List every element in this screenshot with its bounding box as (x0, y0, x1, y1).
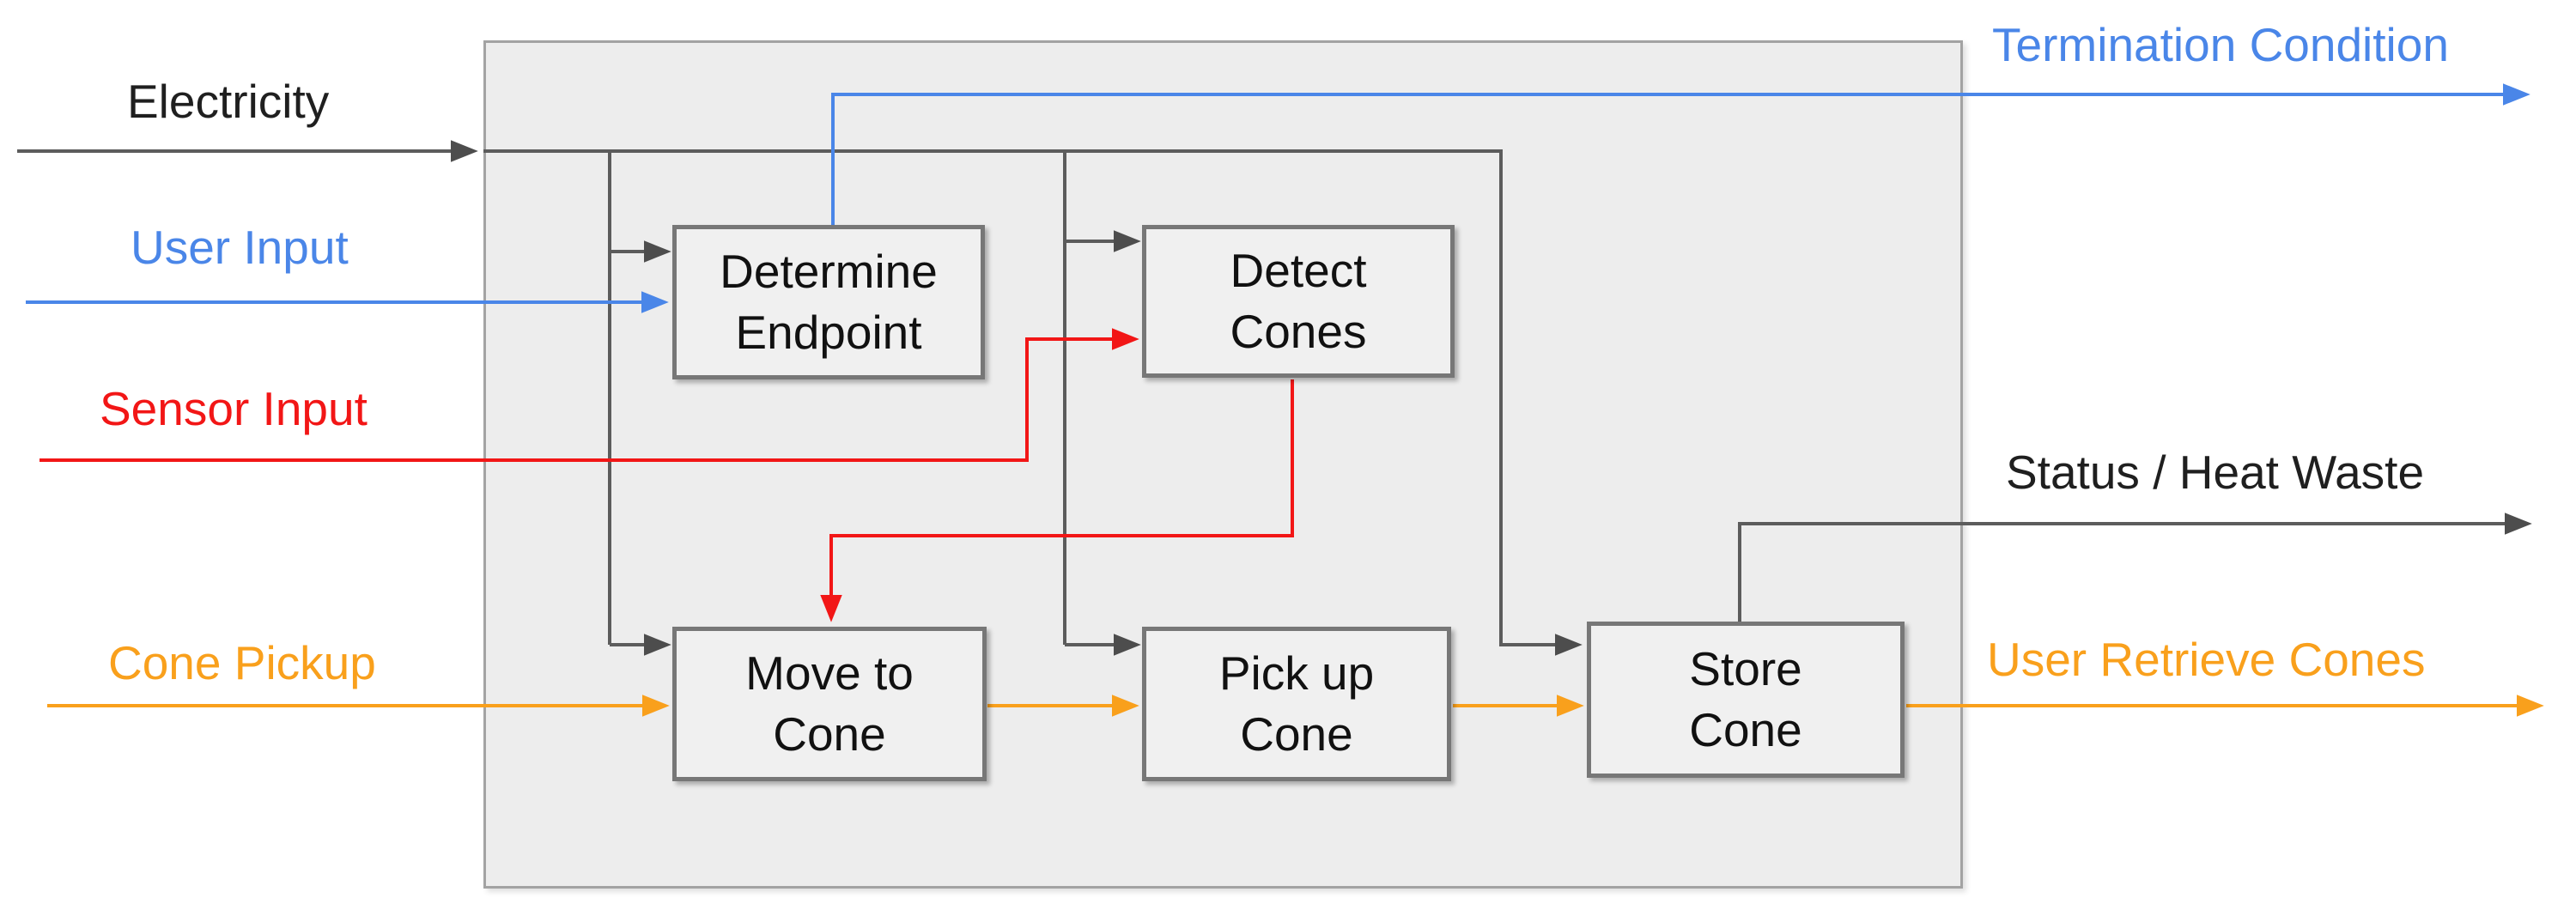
input-label-user-input: User Input (131, 221, 349, 274)
process-label-line: Cone (1240, 707, 1353, 761)
process-label-line: Cone (773, 707, 886, 761)
process-box-move-to-cone: Move to Cone (672, 627, 987, 781)
status-heat-waste-output-arrow (1738, 513, 2532, 622)
output-label-termination-condition: Termination Condition (1992, 18, 2449, 71)
input-label-sensor-input: Sensor Input (100, 382, 368, 435)
termination-condition-output-arrow (831, 83, 2530, 225)
electricity-bus-to-store-cone (483, 149, 1583, 656)
process-box-pick-up-cone: Pick up Cone (1142, 627, 1451, 781)
process-box-determine-endpoint: Determine Endpoint (672, 225, 985, 379)
input-label-electricity: Electricity (127, 75, 330, 128)
sensor-input-arrow (39, 328, 1139, 462)
detect-cones-to-move-to-cone-arrow (820, 379, 1294, 622)
process-box-store-cone: Store Cone (1587, 622, 1905, 778)
process-label-line: Cones (1230, 305, 1367, 358)
input-label-cone-pickup: Cone Pickup (108, 636, 376, 689)
process-label-line: Detect (1230, 243, 1367, 297)
process-label-line: Store (1689, 641, 1802, 695)
process-box-detect-cones: Detect Cones (1142, 225, 1455, 378)
process-label-line: Determine (720, 244, 938, 298)
process-label-line: Pick up (1218, 646, 1375, 700)
process-label-line: Endpoint (735, 306, 922, 359)
process-label-line: Cone (1689, 703, 1802, 756)
process-label-line: Move to (745, 646, 914, 700)
output-label-status-heat-waste: Status / Heat Waste (2006, 446, 2425, 499)
output-label-user-retrieve-cones: User Retrieve Cones (1987, 633, 2426, 686)
